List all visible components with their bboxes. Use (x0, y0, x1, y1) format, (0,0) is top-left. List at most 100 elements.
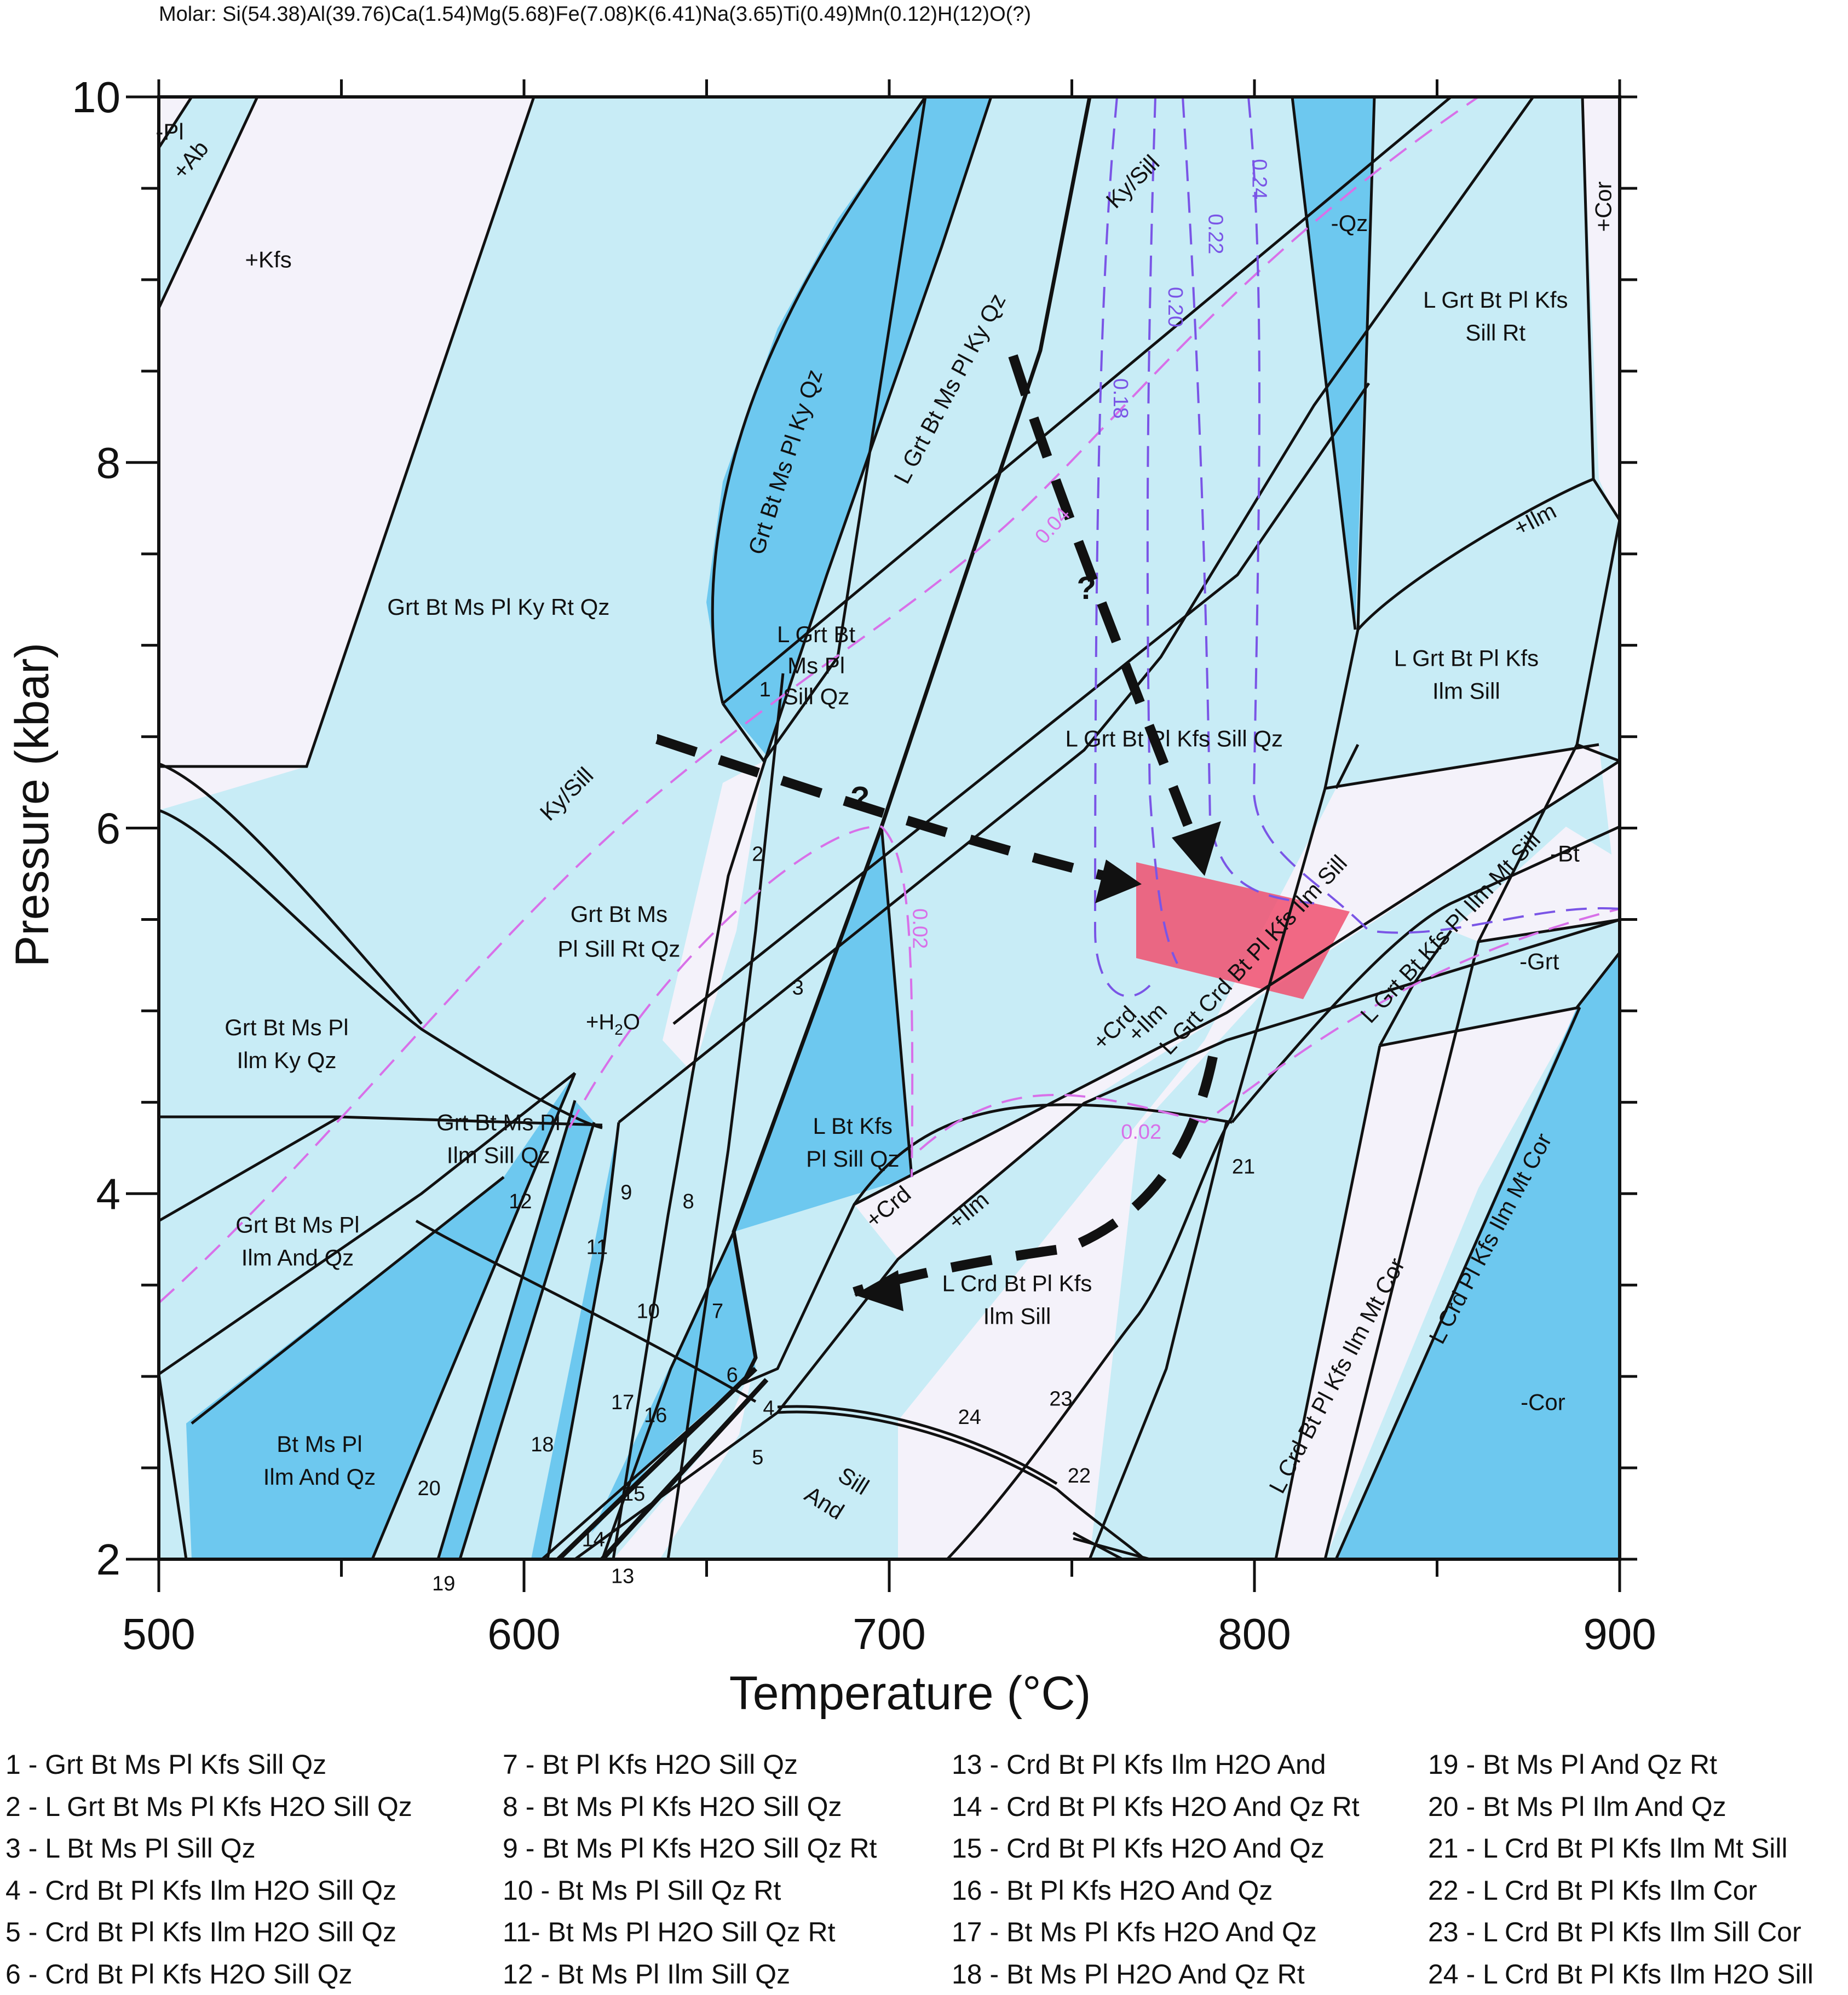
y-tick-label: 6 (96, 804, 121, 853)
field-number-label: 5 (752, 1446, 763, 1469)
field-number-label: 1 (759, 678, 771, 701)
legend-item: 2 - L Grt Bt Ms Pl Kfs H2O Sill Qz (5, 1786, 476, 1828)
field-label: Ilm Ky Qz (237, 1047, 336, 1073)
isopleth-label: 0.02 (1121, 1121, 1161, 1144)
x-tick-label: 800 (1218, 1610, 1291, 1658)
field-number-label: 7 (712, 1300, 723, 1323)
field-label: -Grt (1519, 949, 1559, 975)
legend-item: 10 - Bt Ms Pl Sill Qz Rt (503, 1870, 974, 1912)
legend-item: 20 - Bt Ms Pl Ilm And Qz (1428, 1786, 1848, 1828)
h2o-field-label: +H2O (586, 1010, 640, 1038)
field-label: -Qz (1331, 210, 1368, 236)
x-tick-label: 600 (487, 1610, 560, 1658)
field-label: Sill Qz (783, 684, 849, 710)
legend-item: 18 - Bt Ms Pl H2O And Qz Rt (952, 1953, 1423, 1995)
field-number-label: 11 (586, 1236, 608, 1259)
field-number-label: 6 (727, 1364, 738, 1387)
field-label: +Cor (1590, 181, 1616, 232)
field-label: Grt Bt Ms Pl (235, 1212, 359, 1237)
legend-item: 12 - Bt Ms Pl Ilm Sill Qz (503, 1953, 974, 1995)
field-number-label: 14 (582, 1529, 605, 1552)
field-label: L Grt Bt Pl Kfs Sill Qz (1065, 725, 1283, 751)
field-label: Ms Pl (787, 653, 845, 678)
legend-item: 23 - L Crd Bt Pl Kfs Ilm Sill Cor (1428, 1911, 1848, 1953)
field-label: Grt Bt Ms Pl (224, 1014, 348, 1040)
field-label: L Grt Bt (777, 621, 855, 647)
field-number-label: ? (1076, 570, 1096, 606)
legend-item: 15 - Crd Bt Pl Kfs H2O And Qz (952, 1827, 1423, 1870)
legend-item: 4 - Crd Bt Pl Kfs Ilm H2O Sill Qz (5, 1870, 476, 1912)
field-number-label: 20 (417, 1477, 440, 1500)
legend-item: 8 - Bt Ms Pl Kfs H2O Sill Qz (503, 1786, 974, 1828)
legend-item: 22 - L Crd Bt Pl Kfs Ilm Cor (1428, 1870, 1848, 1912)
field-label: Grt Bt Ms Pl Ky Rt Qz (387, 594, 609, 620)
y-tick-label: 2 (96, 1535, 121, 1584)
isopleth-label: 0.22 (1204, 214, 1227, 254)
x-tick-label: 500 (122, 1610, 195, 1658)
field-label: Ilm And Qz (241, 1245, 354, 1271)
x-tick-label: 700 (853, 1610, 925, 1658)
legend-item: 19 - Bt Ms Pl And Qz Rt (1428, 1744, 1848, 1786)
field-number-label: 8 (683, 1190, 694, 1213)
y-tick-label: 4 (96, 1169, 121, 1218)
legend-item: 17 - Bt Ms Pl Kfs H2O And Qz (952, 1911, 1423, 1953)
legend-item: 7 - Bt Pl Kfs H2O Sill Qz (503, 1744, 974, 1786)
legend-item: 14 - Crd Bt Pl Kfs H2O And Qz Rt (952, 1786, 1423, 1828)
field-number-label: 10 (637, 1300, 660, 1323)
legend-item: 9 - Bt Ms Pl Kfs H2O Sill Qz Rt (503, 1827, 974, 1870)
field-number-label: 3 (792, 976, 804, 999)
y-axis-label: Pressure (kbar) (6, 643, 59, 967)
field-number-label: ? (850, 781, 870, 816)
field-number-label: 2 (752, 843, 763, 866)
field-label: L Crd Bt Pl Kfs (942, 1270, 1092, 1296)
field-number-label: 21 (1232, 1156, 1255, 1179)
x-tick-labels: 500 600 700 800 900 (122, 1610, 1656, 1658)
field-number-label: 9 (620, 1181, 632, 1204)
field-label: Ilm Sill (983, 1303, 1051, 1329)
field-number-label: 22 (1068, 1464, 1091, 1487)
field-label: Sill Rt (1465, 320, 1525, 345)
field-label: Ilm And Qz (263, 1464, 376, 1490)
field-label: L Grt Bt Pl Kfs (1423, 287, 1568, 313)
field-number-label: 4 (763, 1397, 774, 1420)
y-tick-label: 8 (96, 439, 121, 487)
legend-item: 24 - L Crd Bt Pl Kfs Ilm H2O Sill (1428, 1953, 1848, 1995)
x-axis-label: Temperature (°C) (729, 1667, 1091, 1720)
field-number-label: 12 (509, 1190, 532, 1213)
field-label: Bt Ms Pl (277, 1431, 362, 1457)
field-label: L Grt Bt Pl Kfs (1394, 645, 1539, 671)
x-tick-label: 900 (1583, 1610, 1656, 1658)
field-label: -Bt (1550, 841, 1580, 867)
field-label: -Cor (1521, 1389, 1565, 1415)
field-number-label: 18 (531, 1433, 554, 1456)
legend-item: 3 - L Bt Ms Pl Sill Qz (5, 1827, 476, 1870)
field-number-label: 17 (611, 1391, 634, 1414)
field-number-label: 13 (611, 1565, 634, 1588)
legend-item: 16 - Bt Pl Kfs H2O And Qz (952, 1870, 1423, 1912)
field-label: Ilm Sill (1432, 678, 1500, 704)
field-label: Pl Sill Rt Qz (557, 936, 680, 961)
field-label: +Kfs (245, 247, 291, 273)
legend-item: 5 - Crd Bt Pl Kfs Ilm H2O Sill Qz (5, 1911, 476, 1953)
legend-item: 21 - L Crd Bt Pl Kfs Ilm Mt Sill (1428, 1827, 1848, 1870)
field-label: L Bt Kfs (813, 1113, 893, 1139)
field-label: Grt Bt Ms Pl (436, 1109, 560, 1135)
field-number-label: 16 (644, 1404, 667, 1427)
field-number-label: 19 (432, 1572, 455, 1595)
field-label: Pl Sill Qz (806, 1146, 899, 1172)
legend-item: 11- Bt Ms Pl H2O Sill Qz Rt (503, 1911, 974, 1953)
legend-item: 1 - Grt Bt Ms Pl Kfs Sill Qz (5, 1744, 476, 1786)
isopleth-label: 0.20 (1164, 287, 1187, 327)
legend-item: 6 - Crd Bt Pl Kfs H2O Sill Qz (5, 1953, 476, 1995)
field-number-label: 15 (622, 1483, 645, 1506)
isopleth-label: 0.24 (1248, 159, 1271, 199)
field-number-label: 23 (1049, 1388, 1072, 1411)
legend-item: 13 - Crd Bt Pl Kfs Ilm H2O And (952, 1744, 1423, 1786)
isopleth-label: 0.02 (908, 908, 931, 949)
